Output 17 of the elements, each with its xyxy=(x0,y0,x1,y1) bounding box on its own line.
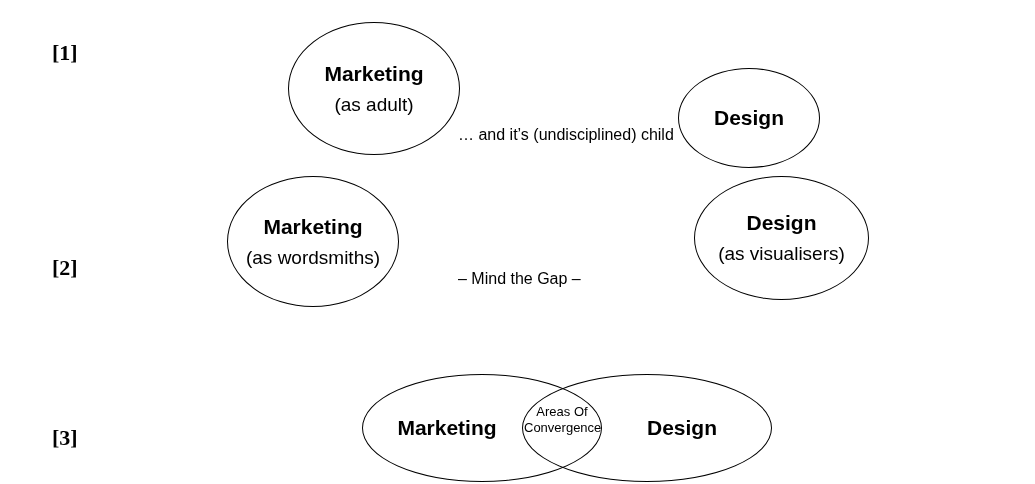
ellipse-node xyxy=(227,176,399,307)
row-number: [2] xyxy=(52,255,78,281)
row-number: [3] xyxy=(52,425,78,451)
caption-text: … and it’s (undisciplined) child xyxy=(458,126,674,144)
node-title: Design xyxy=(746,211,817,235)
caption-text: – Mind the Gap – xyxy=(458,270,581,288)
overlap-label: Areas Of Convergence xyxy=(524,404,600,436)
node-title: Marketing xyxy=(263,214,363,239)
node-title: Design xyxy=(647,416,717,440)
row-number: [1] xyxy=(52,40,78,66)
node-title: Marketing xyxy=(397,416,497,440)
node-title: Marketing xyxy=(324,61,424,86)
node-title: Design xyxy=(714,106,784,130)
node-subtitle: (as wordsmiths) xyxy=(245,246,381,269)
ellipse-node xyxy=(288,22,460,155)
node-subtitle: (as adult) xyxy=(334,93,414,116)
node-subtitle: (as visualisers) xyxy=(718,243,845,265)
